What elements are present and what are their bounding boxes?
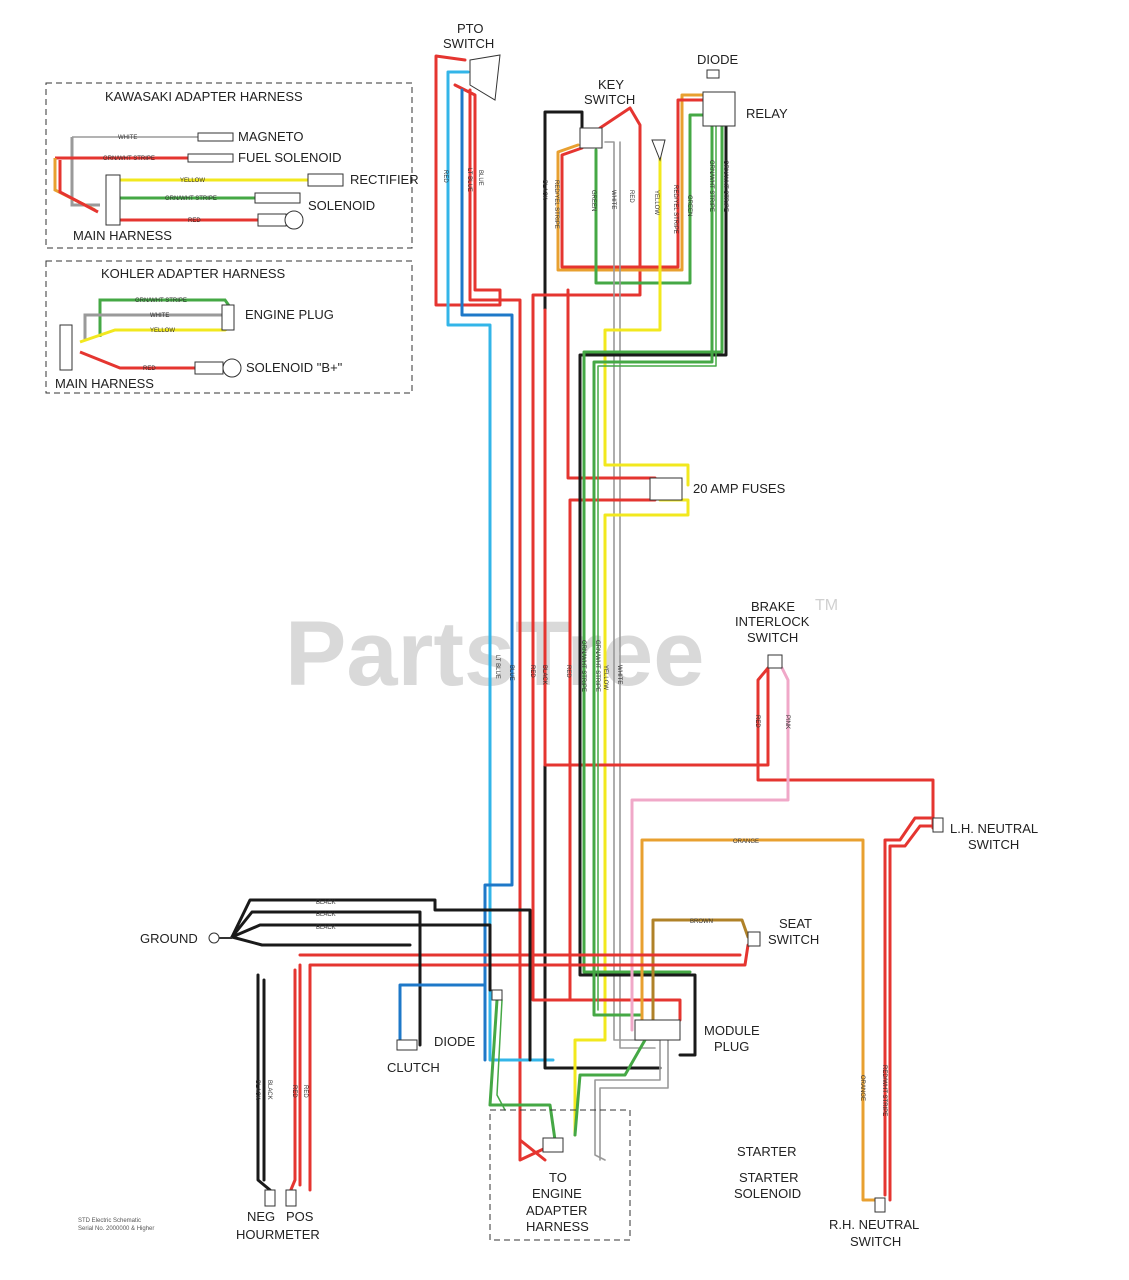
- neg-label: NEG: [247, 1209, 275, 1224]
- tag-black-hm-2: BLACK: [266, 1080, 272, 1100]
- starter-label: STARTER: [737, 1144, 796, 1159]
- tag-grnwht-relay-2: GRN/WHT STRIPE: [722, 160, 728, 212]
- tag-yellow-main: YELLOW: [602, 665, 608, 690]
- tag-ltblue-pto: LT BLUE: [466, 168, 472, 192]
- tag-orange-rh: ORANGE: [859, 1075, 865, 1101]
- tag-black-main: BLACK: [541, 665, 547, 685]
- kaw-tag-3: GRN/WHT STRIPE: [165, 196, 217, 202]
- koh-main-harness: MAIN HARNESS: [55, 376, 154, 391]
- tag-brown: BROWN: [690, 919, 713, 925]
- hourmeter-label: HOURMETER: [236, 1227, 320, 1242]
- kaw-magneto: MAGNETO: [238, 129, 304, 144]
- kaw-rectifier: RECTIFIER: [350, 172, 419, 187]
- module-label-2: PLUG: [714, 1039, 749, 1054]
- tag-black-gnd-1: BLACK: [316, 900, 336, 906]
- tag-red-hm: RED: [291, 1085, 297, 1098]
- tag-red-main: RED: [529, 665, 535, 678]
- key-switch-label-1: KEY: [598, 77, 624, 92]
- kawasaki-title: KAWASAKI ADAPTER HARNESS: [105, 89, 303, 104]
- koh-tag-0: GRN/WHT STRIPE: [135, 298, 187, 304]
- starter-solenoid-label-2: SOLENOID: [734, 1186, 801, 1201]
- tag-red-main-2: RED: [565, 665, 571, 678]
- engine-label-4: HARNESS: [526, 1219, 589, 1234]
- tag-blue-pto: BLUE: [477, 170, 483, 186]
- tag-pink-brake: PINK: [784, 715, 790, 729]
- rh-neutral-label-1: R.H. NEUTRAL: [829, 1217, 919, 1232]
- tag-red-pto: RED: [442, 170, 448, 183]
- brake-label-3: SWITCH: [747, 630, 798, 645]
- kohler-adapter-inset: KOHLER ADAPTER HARNESS GRN/WHT STRIPE WH…: [45, 260, 413, 394]
- watermark: PartsTree: [285, 603, 704, 705]
- watermark-tm: TM: [815, 597, 838, 614]
- koh-engine-plug: ENGINE PLUG: [245, 307, 334, 322]
- diode-top-label: DIODE: [697, 52, 739, 67]
- lh-neutral-label-1: L.H. NEUTRAL: [950, 821, 1038, 836]
- kaw-tag-2: YELLOW: [180, 178, 205, 184]
- lh-neutral-label-2: SWITCH: [968, 837, 1019, 852]
- brake-label-1: BRAKE: [751, 599, 795, 614]
- starter-solenoid-label-1: STARTER: [739, 1170, 798, 1185]
- brake-label-2: INTERLOCK: [735, 614, 810, 629]
- tag-black-gnd-2: BLACK: [316, 912, 336, 918]
- component-labels: PTO SWITCH KEY SWITCH DIODE RELAY 20 AMP…: [78, 21, 1038, 1249]
- tag-orange: ORANGE: [733, 839, 759, 845]
- pto-switch-label-1: PTO: [457, 21, 484, 36]
- tag-ltblue-main: LT BLUE: [494, 655, 500, 679]
- kaw-solenoid: SOLENOID: [308, 198, 375, 213]
- engine-label-2: ENGINE: [532, 1186, 582, 1201]
- ground-label: GROUND: [140, 931, 198, 946]
- tag-white-key: WHITE: [610, 190, 616, 209]
- fuses-label: 20 AMP FUSES: [693, 481, 786, 496]
- pos-label: POS: [286, 1209, 314, 1224]
- tag-white-main: WHITE: [616, 665, 622, 684]
- koh-solenoid-b: SOLENOID "B+": [246, 360, 343, 375]
- tag-grnwht-main-2: GRN/WHT STRIPE: [594, 640, 600, 692]
- corner-note-1: STD Electric Schematic: [78, 1218, 141, 1224]
- tag-black-hm: BLACK: [254, 1080, 260, 1100]
- components: [208, 54, 944, 1241]
- kaw-tag-1: GRN/WHT STRIPE: [103, 156, 155, 162]
- tag-red-key: RED: [628, 190, 634, 203]
- tag-red-hm-2: RED: [302, 1085, 308, 1098]
- koh-tag-3: RED: [143, 366, 156, 372]
- tag-red-brake: RED: [754, 715, 760, 728]
- seat-label-1: SEAT: [779, 916, 812, 931]
- relay-label: RELAY: [746, 106, 788, 121]
- kaw-main-harness: MAIN HARNESS: [73, 228, 172, 243]
- tag-grnwht-main: GRN/WHT STRIPE: [580, 640, 586, 692]
- kawasaki-adapter-inset: KAWASAKI ADAPTER HARNESS WHITE GRN/WHT S…: [45, 82, 419, 249]
- tag-blue-main: BLUE: [508, 665, 514, 681]
- koh-tag-2: YELLOW: [150, 328, 175, 334]
- koh-tag-1: WHITE: [150, 313, 169, 319]
- tag-black-key: BLACK: [541, 180, 547, 200]
- clutch-label: CLUTCH: [387, 1060, 440, 1075]
- kohler-title: KOHLER ADAPTER HARNESS: [101, 266, 286, 281]
- wire-tags: RED LT BLUE BLUE BLACK RED/YEL STRIPE GR…: [254, 160, 887, 1116]
- rh-neutral-label-2: SWITCH: [850, 1234, 901, 1249]
- pto-switch-label-2: SWITCH: [443, 36, 494, 51]
- tag-redyel-key: RED/YEL STRIPE: [553, 180, 559, 229]
- tag-yellow-key: YELLOW: [653, 190, 659, 215]
- tag-green-relay: GREEN: [686, 195, 692, 216]
- kaw-tag-0: WHITE: [118, 135, 137, 141]
- diode-bottom-label: DIODE: [434, 1034, 476, 1049]
- seat-label-2: SWITCH: [768, 932, 819, 947]
- kaw-tag-4: RED: [188, 218, 201, 224]
- tag-black-gnd-3: BLACK: [316, 925, 336, 931]
- tag-grnwht-relay: GRN/WHT STRIPE: [708, 160, 714, 212]
- tag-redyel-relay: RED/YEL STRIPE: [672, 185, 678, 234]
- corner-note-2: Serial No. 2000000 & Higher: [78, 1226, 154, 1232]
- kaw-fuel-solenoid: FUEL SOLENOID: [238, 150, 342, 165]
- module-label-1: MODULE: [704, 1023, 760, 1038]
- engine-label-1: TO: [549, 1170, 567, 1185]
- engine-label-3: ADAPTER: [526, 1203, 587, 1218]
- tag-green-key: GREEN: [590, 190, 596, 211]
- tag-redwht-rh: RED/WHT STRIPE: [881, 1065, 887, 1116]
- key-switch-label-2: SWITCH: [584, 92, 635, 107]
